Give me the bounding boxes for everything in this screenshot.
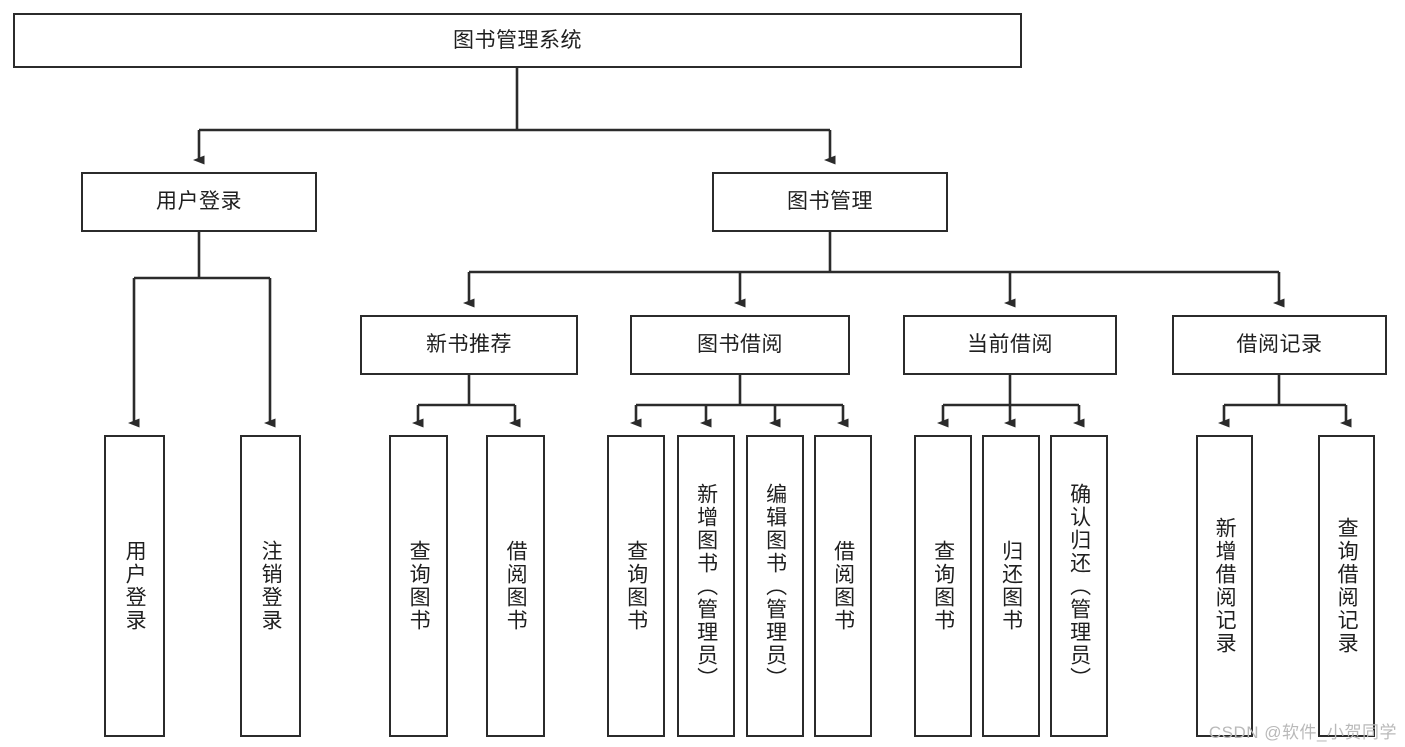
node-user-login[interactable]: 用户登录 bbox=[81, 172, 317, 232]
leaf-query-book-borrow[interactable]: 查询图书 bbox=[607, 435, 665, 737]
node-root-system[interactable]: 图书管理系统 bbox=[13, 13, 1022, 68]
leaf-borrow-book[interactable]: 借阅图书 bbox=[814, 435, 872, 737]
leaf-query-book-current[interactable]: 查询图书 bbox=[914, 435, 972, 737]
node-label: 查询借阅记录 bbox=[1335, 517, 1359, 655]
leaf-add-book[interactable]: 新增图书（管理员） bbox=[677, 435, 735, 737]
leaf-edit-book[interactable]: 编辑图书（管理员） bbox=[746, 435, 804, 737]
node-label: 借阅图书 bbox=[831, 540, 855, 632]
node-label: 借阅图书 bbox=[504, 540, 528, 632]
node-current-borrow[interactable]: 当前借阅 bbox=[903, 315, 1117, 375]
node-label: 查询图书 bbox=[931, 540, 955, 632]
node-label: 查询图书 bbox=[624, 540, 648, 632]
leaf-query-book-recommend[interactable]: 查询图书 bbox=[389, 435, 448, 737]
leaf-user-login[interactable]: 用户登录 bbox=[104, 435, 165, 737]
node-label: 图书借阅 bbox=[697, 333, 783, 357]
node-borrow-record[interactable]: 借阅记录 bbox=[1172, 315, 1387, 375]
node-label: 查询图书 bbox=[407, 540, 431, 632]
node-label: 当前借阅 bbox=[967, 333, 1053, 357]
csdn-watermark: CSDN @软件_小贺同学 bbox=[1208, 723, 1397, 742]
leaf-add-borrow-record[interactable]: 新增借阅记录 bbox=[1196, 435, 1253, 737]
node-label: 图书管理系统 bbox=[453, 28, 582, 52]
node-label: 借阅记录 bbox=[1236, 333, 1323, 357]
node-label: 图书管理 bbox=[787, 190, 873, 214]
node-label: 新增借阅记录 bbox=[1213, 517, 1237, 655]
node-label: 注销登录 bbox=[259, 540, 283, 632]
node-book-management[interactable]: 图书管理 bbox=[712, 172, 948, 232]
leaf-borrow-book-recommend[interactable]: 借阅图书 bbox=[486, 435, 545, 737]
leaf-return-book[interactable]: 归还图书 bbox=[982, 435, 1040, 737]
node-label: 用户登录 bbox=[156, 190, 242, 214]
node-label: 新书推荐 bbox=[426, 333, 512, 357]
node-label: 新增图书（管理员） bbox=[694, 482, 718, 690]
node-label: 编辑图书（管理员） bbox=[763, 482, 787, 690]
leaf-query-borrow-record[interactable]: 查询借阅记录 bbox=[1318, 435, 1375, 737]
node-label: 确认归还（管理员） bbox=[1067, 482, 1091, 690]
leaf-logout-login[interactable]: 注销登录 bbox=[240, 435, 301, 737]
node-label: 用户登录 bbox=[123, 540, 147, 632]
leaf-confirm-return[interactable]: 确认归还（管理员） bbox=[1050, 435, 1108, 737]
node-book-borrow[interactable]: 图书借阅 bbox=[630, 315, 850, 375]
node-label: 归还图书 bbox=[999, 540, 1023, 632]
node-new-book-recommend[interactable]: 新书推荐 bbox=[360, 315, 578, 375]
